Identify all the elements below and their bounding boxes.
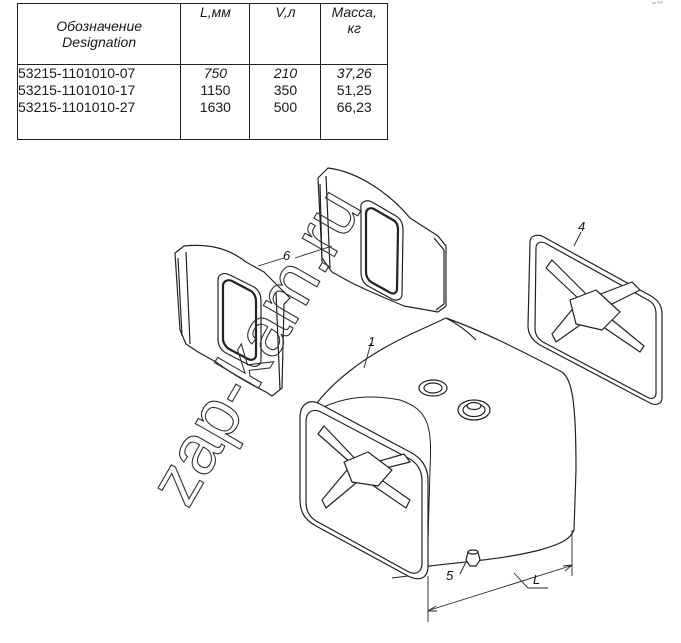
designation-column: 53215-1101010-07 53215-1101010-17 53215-… [16,64,182,140]
drain-plug [465,549,481,567]
mass-cell: 66,23 [336,99,372,115]
callout-bracket: 6 [283,248,291,263]
sensor-port [418,379,448,397]
length-cell: 750 [203,65,228,81]
designation-cell: 53215-1101010-17 [18,82,136,98]
header-mass-line2: кг [347,20,361,36]
table-body-row: 53215-1101010-07 53215-1101010-17 53215-… [16,64,388,140]
end-panel [527,234,663,405]
header-mass: Масса, кг [320,3,388,65]
mass-cell: 37,26 [336,65,372,81]
header-designation-en: Designation [62,34,137,50]
volume-cell: 350 [273,82,298,98]
header-length: L,мм [180,3,251,65]
end-panel-stiffener [545,259,645,353]
table-header-row: Обозначение Designation L,мм V,л Масса, … [16,3,388,65]
header-designation: Обозначение Designation [16,3,182,65]
length-column: 750 1150 1630 [180,64,251,140]
header-mass-line1: Масса, [331,4,377,20]
bracket-rear [317,167,447,313]
volume-column: 210 350 500 [249,64,322,140]
length-cell: 1630 [199,99,231,115]
callout-end-panel: 4 [578,219,585,234]
mass-cell: 51,25 [336,82,372,98]
mass-column: 37,26 51,25 66,23 [320,64,388,140]
callout-tank: 1 [368,334,375,349]
designation-cell: 53215-1101010-27 [18,99,136,115]
tank-body [299,317,577,580]
length-cell: 1150 [200,82,231,98]
volume-cell: 210 [273,65,298,81]
spec-table: Обозначение Designation L,мм V,л Масса, … [16,3,388,140]
bracket-front [174,244,291,397]
designation-cell: 53215-1101010-07 [18,65,136,81]
volume-cell: 500 [273,99,298,115]
leader-lines [257,231,582,575]
callout-length: L [533,572,540,587]
filler-neck [457,399,491,421]
header-designation-ru: Обозначение [56,18,143,34]
callout-drain-plug: 5 [446,568,454,583]
length-dimension [427,530,573,622]
header-volume: V,л [249,3,322,65]
corner-mark: ᵒᵖ ⁰⁰⁰ [652,1,664,7]
tank-face-stiffener [317,425,411,509]
